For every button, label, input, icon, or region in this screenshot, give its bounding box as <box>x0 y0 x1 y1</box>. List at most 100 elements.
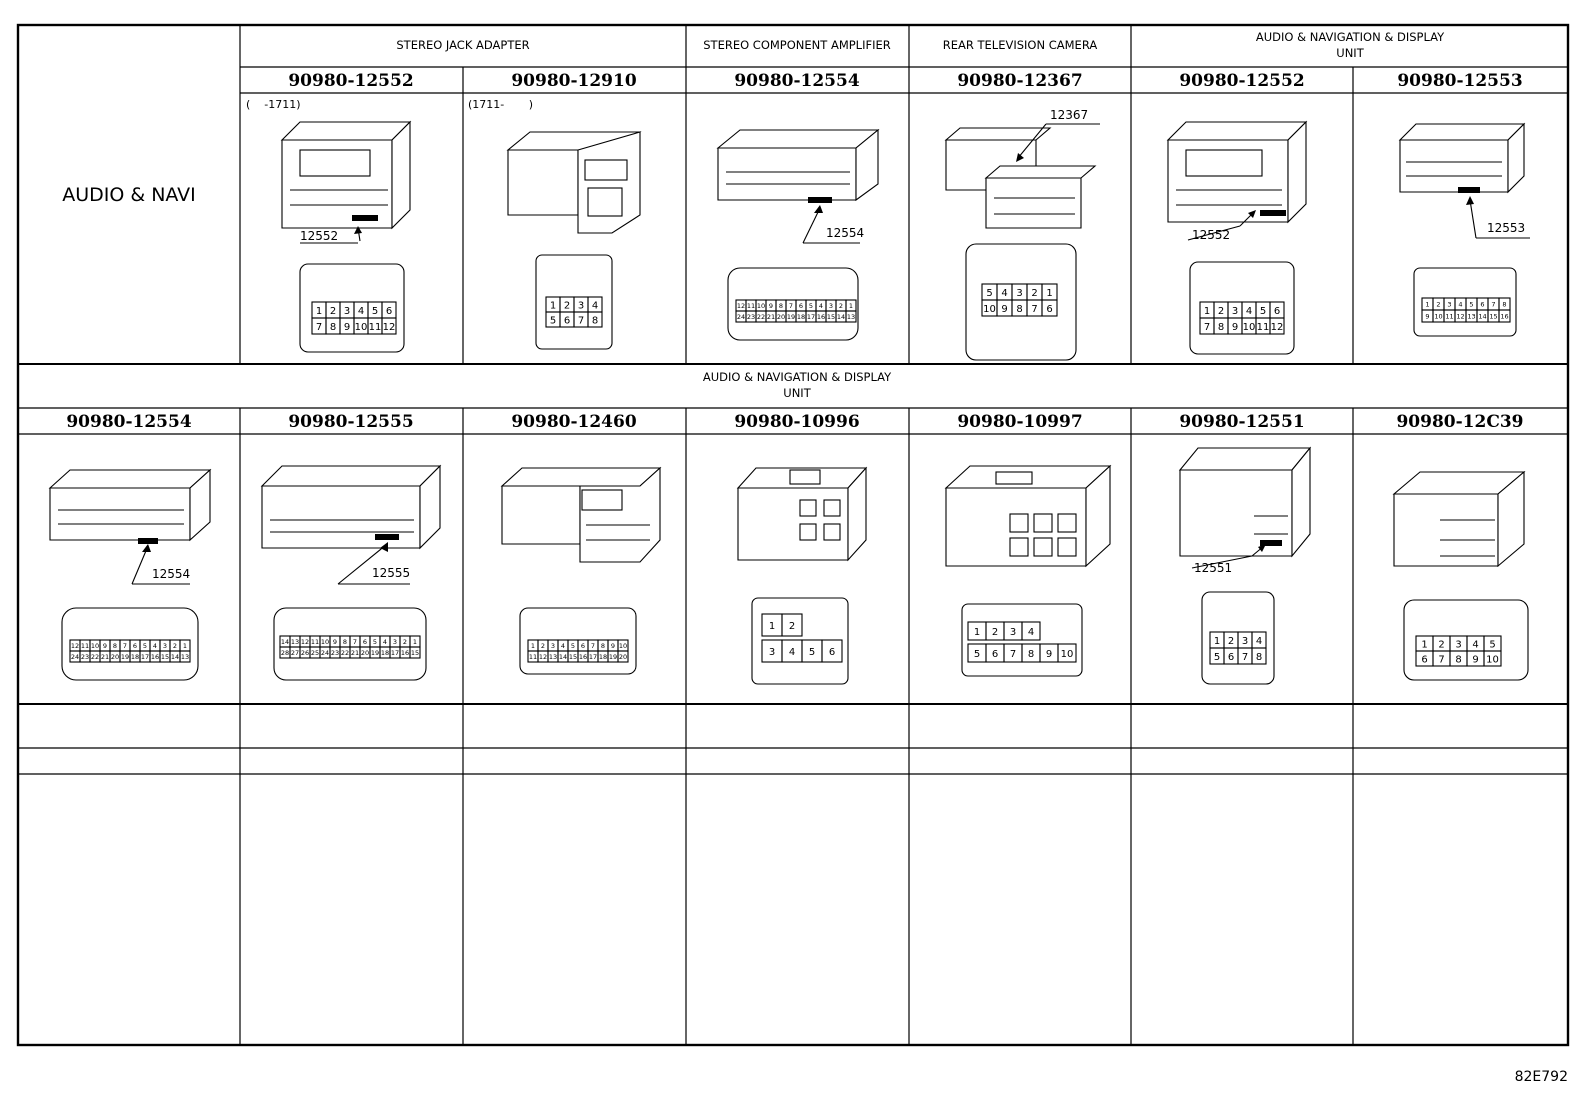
pin-number: 5 <box>1260 306 1266 317</box>
pin-number: 3 <box>1016 288 1022 299</box>
pin-number: 1 <box>769 621 775 632</box>
pin-cell <box>845 310 857 323</box>
pin-number: 12 <box>71 642 79 650</box>
pin-number: 23 <box>81 653 89 661</box>
pin-number: 10 <box>619 642 627 650</box>
pin-number: 4 <box>592 301 598 312</box>
pin-number: 17 <box>807 313 815 321</box>
pin-number: 10 <box>1486 655 1499 666</box>
row2-header-line2: UNIT <box>783 386 811 400</box>
part-number: 90980-12554 <box>66 412 192 432</box>
pin-number: 19 <box>787 313 795 321</box>
pin-number: 3 <box>578 301 584 312</box>
pin-number: 2 <box>839 302 843 310</box>
pin-number: 16 <box>579 653 587 661</box>
pin-cell <box>1269 317 1285 335</box>
pin-number: 7 <box>1242 652 1248 663</box>
callout-12554: 12554 <box>152 567 190 581</box>
pinout-housing <box>61 243 1529 685</box>
document-code: 82E792 <box>1514 1069 1568 1085</box>
part-number: 90980-10997 <box>957 412 1082 432</box>
row-label: AUDIO & NAVI <box>62 184 196 206</box>
pin-cell <box>821 639 843 663</box>
part-number: 90980-12367 <box>957 71 1082 91</box>
pin-number: 2 <box>789 621 795 632</box>
pin-number: 2 <box>173 642 177 650</box>
callout-12367: 12367 <box>1050 108 1088 122</box>
pin-cell <box>1041 299 1058 317</box>
connector-drawing-12460 <box>500 466 662 563</box>
connector-drawing-12551: 12551 <box>1178 446 1312 575</box>
pin-number: 17 <box>589 653 597 661</box>
header-stereo-jack-adapter: STEREO JACK ADAPTER <box>396 38 529 52</box>
pin-number: 4 <box>1458 301 1462 309</box>
pin-cell <box>1021 621 1041 641</box>
pin-number: 15 <box>161 653 169 661</box>
pin-number: 6 <box>1046 304 1052 315</box>
part-number: 90980-12C39 <box>1396 412 1523 432</box>
pin-number: 8 <box>330 322 336 333</box>
pin-number: 27 <box>291 649 299 657</box>
pin-number: 4 <box>1028 627 1034 638</box>
pin-number: 6 <box>133 642 137 650</box>
pin-number: 26 <box>301 649 309 657</box>
pin-number: 5 <box>372 306 378 317</box>
callout-12553: 12553 <box>1487 221 1525 235</box>
part-number: 90980-12551 <box>1179 412 1304 432</box>
pin-number: 9 <box>1001 304 1007 315</box>
connector-drawing-12910 <box>506 131 642 234</box>
pin-number: 25 <box>311 649 319 657</box>
pin-cell <box>1498 309 1511 323</box>
pin-number: 11 <box>747 302 755 310</box>
pin-number: 3 <box>769 647 775 658</box>
pin-number: 9 <box>1046 649 1052 660</box>
pin-number: 23 <box>331 649 339 657</box>
pin-cell <box>1251 647 1267 665</box>
pin-number: 5 <box>550 316 556 327</box>
pin-number: 7 <box>591 642 595 650</box>
pin-number: 1 <box>183 642 187 650</box>
pin-number: 11 <box>1257 322 1270 333</box>
pin-number: 6 <box>581 642 585 650</box>
pin-number: 7 <box>1031 304 1037 315</box>
pin-cell <box>587 311 603 328</box>
pin-number: 10 <box>321 638 329 646</box>
pin-number: 9 <box>1472 655 1478 666</box>
callout-12555: 12555 <box>372 566 410 580</box>
pin-number: 12 <box>539 653 547 661</box>
pin-number: 15 <box>569 653 577 661</box>
pin-number: 8 <box>1218 322 1224 333</box>
part-number: 90980-12552 <box>1179 71 1304 91</box>
pin-number: 3 <box>344 306 350 317</box>
callout-12551: 12551 <box>1194 561 1232 575</box>
pin-number: 1 <box>531 642 535 650</box>
pin-number: 10 <box>983 304 996 315</box>
pin-number: 1 <box>1421 640 1427 651</box>
pin-number: 7 <box>1204 322 1210 333</box>
header-stereo-component-amplifier: STEREO COMPONENT AMPLIFIER <box>703 38 890 52</box>
pin-number: 2 <box>1438 640 1444 651</box>
pin-number: 21 <box>351 649 359 657</box>
pin-number: 12 <box>301 638 309 646</box>
pin-number: 4 <box>1472 640 1478 651</box>
connector-drawing-12367: 12367 <box>944 108 1100 229</box>
pin-number: 8 <box>1502 301 1506 309</box>
pin-number: 20 <box>361 649 369 657</box>
pin-number: 8 <box>1455 655 1461 666</box>
pin-number: 1 <box>1425 301 1429 309</box>
part-number: 90980-12460 <box>511 412 637 432</box>
pin-number: 6 <box>564 316 570 327</box>
pin-number: 3 <box>163 642 167 650</box>
part-number: 90980-12555 <box>288 412 413 432</box>
pin-number: 7 <box>123 642 127 650</box>
connector-drawing-12554: 12554 <box>716 128 880 244</box>
pin-number: 12 <box>1456 313 1464 321</box>
pin-number: 2 <box>1031 288 1037 299</box>
pin-number: 5 <box>1469 301 1473 309</box>
pin-number: 13 <box>1467 313 1475 321</box>
callout-12552: 12552 <box>1192 228 1230 242</box>
pin-number: 10 <box>1061 649 1074 660</box>
connector-drawing-12553: 12553 <box>1398 122 1530 239</box>
pin-number: 10 <box>91 642 99 650</box>
pin-number: 8 <box>1016 304 1022 315</box>
